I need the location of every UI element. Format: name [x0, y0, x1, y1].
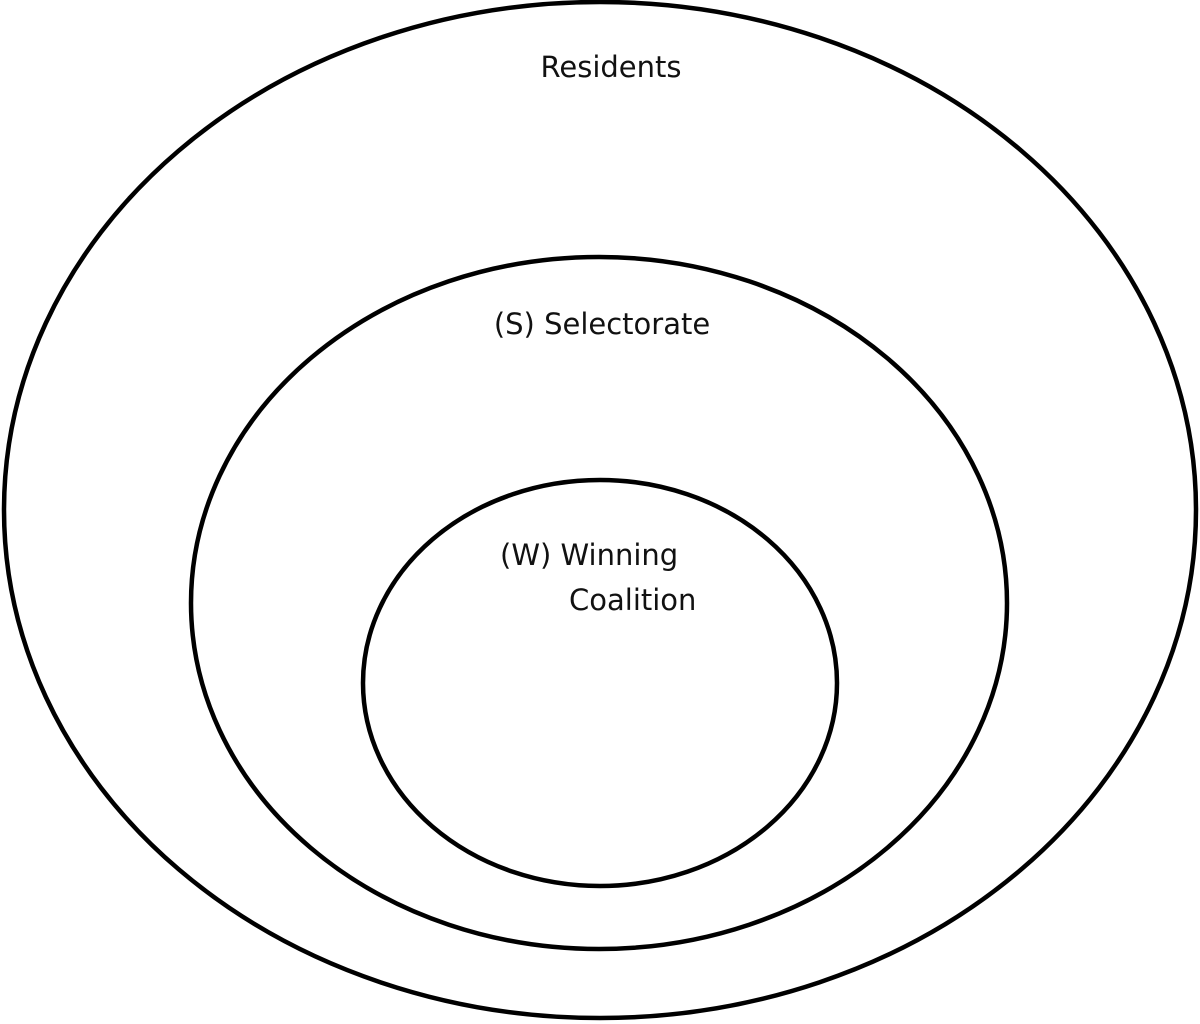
winning-coalition-label-line2: Coalition [569, 583, 696, 617]
selectorate-label: (S) Selectorate [494, 307, 710, 341]
winning-coalition-label-line1: (W) Winning [500, 538, 678, 572]
winning-coalition-ellipse [360, 477, 840, 889]
selectorate-ellipse [188, 254, 1010, 952]
residents-label: Residents [541, 50, 682, 84]
